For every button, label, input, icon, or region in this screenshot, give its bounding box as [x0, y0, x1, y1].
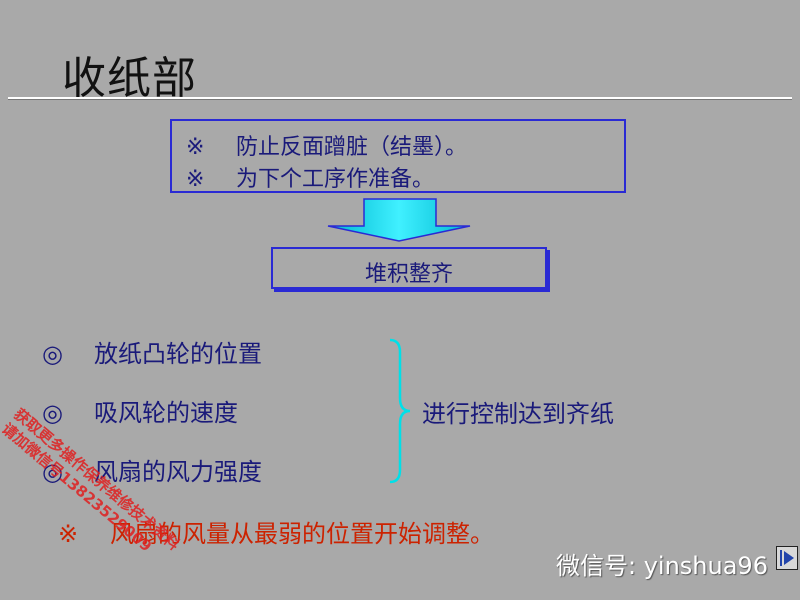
factor-text: 吸风轮的速度: [94, 399, 238, 427]
goals-box: ※ 防止反面蹭脏（结墨）。 ※ 为下个工序作准备。: [170, 119, 626, 193]
goal-item: ※ 为下个工序作准备。: [186, 161, 434, 193]
factor-item: ◎ 放纸凸轮的位置: [42, 334, 262, 369]
note-text: 风扇的风量从最弱的位置开始调整。: [110, 520, 494, 548]
reference-mark: ※: [186, 135, 205, 160]
control-label: 进行控制达到齐纸: [422, 400, 614, 428]
adjustment-note: ※ 风扇的风量从最弱的位置开始调整。: [58, 514, 494, 549]
factor-text: 风扇的风力强度: [94, 458, 262, 486]
reference-mark: ※: [58, 520, 79, 548]
factor-item: ◎ 风扇的风力强度: [42, 452, 262, 487]
bullet-mark: ◎: [42, 399, 63, 427]
reference-mark: ※: [186, 167, 205, 192]
title-divider: [8, 97, 792, 99]
goal-text: 为下个工序作准备。: [236, 167, 435, 192]
down-arrow-icon: [327, 198, 471, 242]
factor-item: ◎ 吸风轮的速度: [42, 393, 238, 428]
goal-item: ※ 防止反面蹭脏（结墨）。: [186, 129, 467, 161]
page-title: 收纸部: [62, 53, 197, 104]
play-icon: [780, 550, 794, 566]
wechat-id: 微信号: yinshua96: [556, 552, 768, 580]
bullet-mark: ◎: [42, 340, 63, 368]
play-button[interactable]: [776, 546, 798, 570]
factor-text: 放纸凸轮的位置: [94, 340, 262, 368]
result-text: 堆积整齐: [364, 262, 453, 287]
watermark: 获取更多操作保养维修技术资料 请加微信号13823529009: [0, 405, 198, 582]
result-box: 堆积整齐: [271, 247, 547, 289]
watermark-line: 请加微信号13823529009: [0, 419, 156, 556]
bullet-mark: ◎: [42, 458, 63, 486]
right-brace-icon: [389, 338, 411, 484]
goal-text: 防止反面蹭脏（结墨）。: [236, 135, 468, 160]
